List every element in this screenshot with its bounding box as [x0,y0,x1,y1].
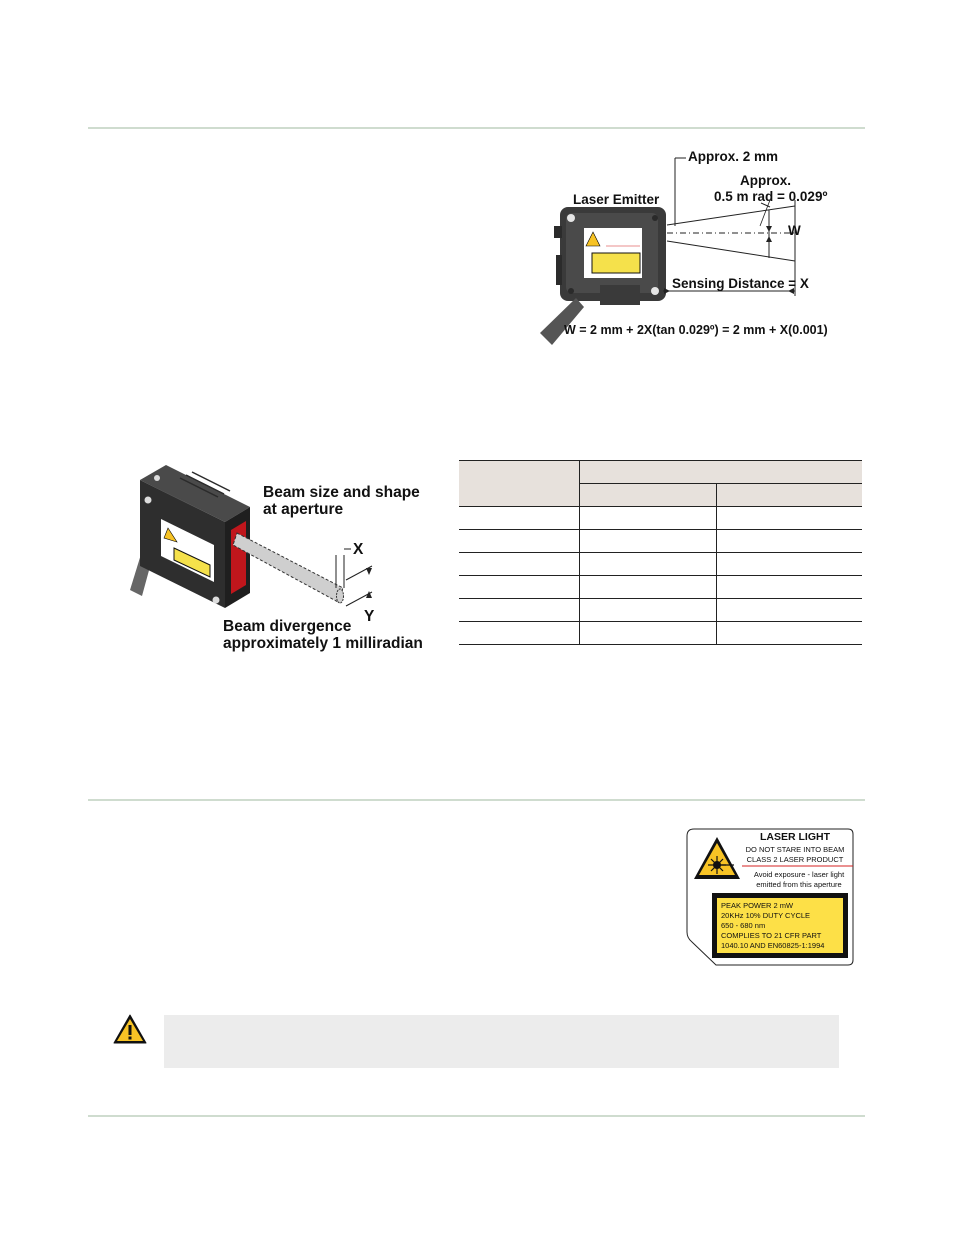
laser-label-peak4: COMPLIES TO 21 CFR PART [721,931,822,940]
laser-label-avoid1: Avoid exposure - laser light [753,870,845,879]
laser-label-peak3: 650 - 680 nm [721,921,766,930]
sensor-side-illustration [130,465,373,608]
laser-label-avoid2: emitted from this aperture [756,880,842,889]
table-row [459,529,862,553]
table-cell [579,598,717,622]
laser-label-line2: CLASS 2 LASER PRODUCT [746,855,844,864]
w-label: W [788,223,801,238]
section-divider-middle [88,799,865,801]
beam-spec-table [459,460,862,645]
table-cell [459,621,580,645]
laser-label-title: LASER LIGHT [760,831,830,843]
table-cell [716,575,862,599]
table-header-cell [716,483,862,507]
table-cell [459,506,580,530]
table-header-cell [579,460,862,484]
table-row [459,598,862,622]
table-cell [716,598,862,622]
table-cell [459,575,580,599]
table-header-row-1 [459,460,862,507]
table-cell [579,506,717,530]
table-cell [459,552,580,576]
laser-label-peak2: 20KHz 10% DUTY CYCLE [721,911,811,920]
laser-label-line1: DO NOT STARE INTO BEAM [745,845,845,854]
table-cell [716,529,862,553]
laser-warning-label: LASER LIGHT DO NOT STARE INTO BEAM CLASS… [686,828,854,966]
table-cell [459,529,580,553]
approx-width-label: Approx. 2 mm [688,149,779,164]
table-header-cell [579,483,717,507]
caution-box [164,1015,839,1068]
y-dimension-label: Y [364,608,375,625]
table-cell [579,575,717,599]
table-cell [579,529,717,553]
laser-hazard-icon [694,837,740,879]
beam-width-formula: W = 2 mm + 2X(tan 0.029º) = 2 mm + X(0.0… [564,323,828,337]
table-cell [716,506,862,530]
beam-size-label-line1: Beam size and shape [263,484,420,501]
divergence-label-line2: approximately 1 milliradian [223,635,423,652]
sensing-distance-label: Sensing Distance = X [672,276,809,291]
section-divider-bottom [88,1115,865,1117]
table-cell [579,552,717,576]
table-cell [459,598,580,622]
divergence-label-line1: Beam divergence [223,618,352,635]
table-row [459,575,862,599]
table-cell [716,621,862,645]
table-cell [716,552,862,576]
table-row [459,552,862,576]
table-header-cell [459,460,580,507]
beam-size-label-line2: at aperture [263,501,344,518]
approx-angle-label-line2: 0.5 m rad = 0.029º [714,189,828,204]
warning-icon [113,1014,147,1044]
x-dimension-label: X [353,541,364,558]
approx-angle-label-line1: Approx. [740,173,792,188]
section-divider-top [88,127,865,129]
table-row [459,621,862,645]
laser-label-peak1: PEAK POWER 2 mW [721,901,794,910]
sensor-front-illustration [540,157,796,345]
laser-emitter-label: Laser Emitter [573,192,660,207]
laser-label-peak5: 1040.10 AND EN60825-1:1994 [721,941,825,950]
table-header-row-2 [459,483,862,507]
table-row [459,506,862,530]
table-cell [579,621,717,645]
